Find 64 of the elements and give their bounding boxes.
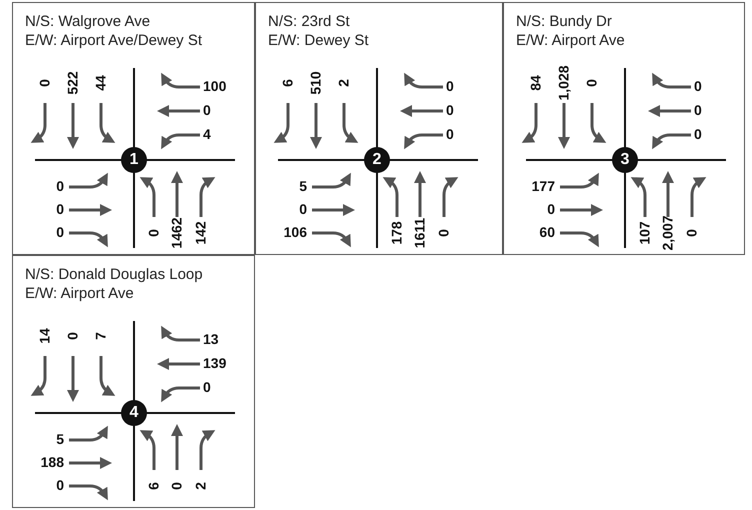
traffic-volume: 2,007	[660, 215, 676, 251]
traffic-volume: 0	[203, 103, 211, 118]
traffic-volume: 178	[390, 221, 404, 245]
street-name-heading: N/S: Walgrove Ave	[25, 13, 150, 31]
traffic-volume: 7	[94, 332, 108, 340]
intersection-panel	[503, 2, 745, 255]
intersection-panel	[255, 2, 503, 255]
traffic-volume: 139	[203, 356, 226, 371]
traffic-volume: 0	[170, 482, 184, 490]
traffic-volume: 1,028	[556, 65, 572, 101]
traffic-volume: 188	[40, 455, 64, 470]
traffic-volume: 0	[684, 229, 700, 237]
traffic-volume: 4	[203, 127, 211, 142]
intersection-number-marker: 3	[612, 147, 638, 173]
intersection-number-marker: 1	[121, 147, 147, 173]
traffic-volume: 0	[56, 202, 64, 217]
traffic-volume: 5	[56, 432, 64, 447]
street-name-heading: E/W: Airport Ave/Dewey St	[25, 32, 202, 50]
intersection-panel	[12, 2, 255, 255]
traffic-volume: 0	[694, 127, 702, 142]
traffic-volume: 1462	[170, 217, 184, 249]
traffic-volume: 522	[66, 71, 80, 95]
traffic-volume: 0	[436, 229, 452, 237]
traffic-volume: 0	[38, 79, 52, 87]
traffic-volume: 0	[66, 332, 80, 340]
traffic-volume: 107	[638, 221, 652, 245]
traffic-volume: 0	[694, 79, 702, 94]
traffic-volume: 6	[146, 482, 162, 490]
traffic-volume: 84	[528, 75, 544, 91]
traffic-volume: 0	[299, 202, 307, 217]
street-name-heading: N/S: Donald Douglas Loop	[25, 266, 203, 284]
intersection-number-marker: 4	[121, 400, 147, 426]
street-name-heading: E/W: Airport Ave	[516, 32, 625, 50]
traffic-volume: 0	[446, 79, 454, 94]
traffic-volume: 6	[280, 79, 296, 87]
traffic-volume: 0	[203, 380, 211, 395]
street-name-heading: E/W: Airport Ave	[25, 285, 134, 303]
traffic-volume: 1611	[412, 218, 428, 248]
traffic-volume: 0	[547, 202, 555, 217]
street-name-heading: N/S: 23rd St	[268, 13, 350, 31]
street-name-heading: N/S: Bundy Dr	[516, 13, 612, 31]
traffic-volume: 106	[284, 225, 307, 240]
traffic-volume: 2	[194, 482, 208, 490]
traffic-volume: 100	[203, 79, 226, 94]
traffic-volume: 0	[56, 478, 64, 493]
traffic-volume: 13	[203, 332, 219, 347]
traffic-volume: 0	[446, 103, 454, 118]
traffic-volume: 44	[94, 75, 108, 91]
traffic-volume: 5	[299, 179, 307, 194]
traffic-volume: 0	[446, 127, 454, 142]
street-name-heading: E/W: Dewey St	[268, 32, 369, 50]
traffic-volume: 60	[539, 225, 555, 240]
traffic-volume: 2	[336, 79, 352, 87]
traffic-volume: 142	[194, 221, 208, 245]
intersection-panel	[12, 255, 255, 508]
traffic-volume: 0	[694, 103, 702, 118]
traffic-volume: 0	[56, 179, 64, 194]
traffic-volume: 510	[308, 71, 324, 95]
traffic-volume: 14	[38, 328, 52, 344]
traffic-volume: 0	[146, 229, 162, 237]
traffic-volume: 0	[584, 79, 600, 87]
traffic-volume: 0	[56, 225, 64, 240]
traffic-volume: 177	[532, 179, 555, 194]
intersection-number-marker: 2	[364, 147, 390, 173]
